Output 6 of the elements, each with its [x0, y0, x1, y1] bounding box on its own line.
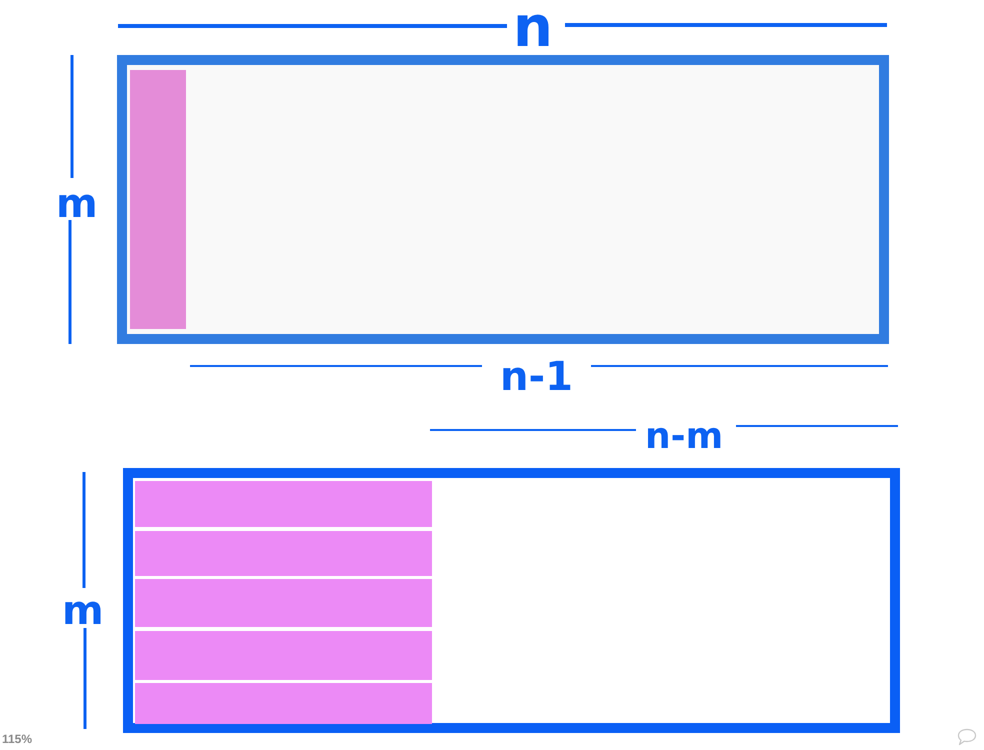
dimension-label: m	[56, 184, 98, 224]
dimension-label: n-m	[645, 419, 724, 455]
dimension-label: m	[62, 591, 104, 631]
dimension-label: n	[513, 0, 553, 56]
zoom-level: 115%	[2, 733, 32, 745]
dimension-label: n-1	[500, 357, 573, 397]
